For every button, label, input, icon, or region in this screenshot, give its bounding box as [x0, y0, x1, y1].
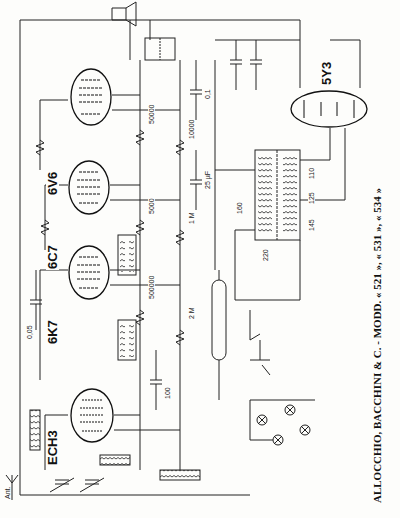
tube-type-label: ECH3 [46, 429, 59, 466]
component-value: 25 µF [204, 170, 211, 190]
component-value: 0,1 [204, 88, 211, 100]
vacuum-tube: 5Y3 [290, 90, 368, 128]
tube-envelope [68, 245, 110, 300]
tube-type-label: 5Y3 [320, 61, 333, 86]
component-value: 100 [164, 386, 171, 400]
component-value: 110 [308, 167, 315, 180]
component-value: 2 M [188, 306, 195, 320]
tube-type-label: 6C7 [46, 244, 59, 270]
vacuum-tube: 6V6 [70, 68, 112, 126]
tube-type-label: 6V6 [46, 171, 59, 196]
vacuum-tube: 6C7 [68, 160, 110, 215]
vacuum-tube: ECH3 [70, 388, 114, 443]
schematic-title: ALLOCCHIO, BACCHINI & C. - MODD. « 521 »… [372, 186, 383, 505]
component-value: 125 [308, 191, 315, 205]
component-value: 145 [308, 218, 315, 232]
component-value: 0,05 [26, 324, 33, 340]
tube-envelope [70, 68, 112, 126]
component-value: 160 [236, 201, 243, 215]
component-value: Ant. [4, 486, 11, 500]
component-value: 10000 [188, 119, 195, 140]
tube-envelope [68, 160, 110, 215]
tube-envelope [70, 388, 114, 443]
vacuum-tube: 6K7 [68, 245, 110, 300]
tube-envelope [290, 90, 368, 128]
component-value: 50000 [148, 104, 155, 125]
component-value: 500000 [148, 275, 155, 300]
tube-type-label: 6K7 [46, 319, 59, 345]
component-value: 1 M [188, 211, 195, 225]
component-value: 5000 [148, 197, 155, 215]
component-value: 220 [262, 248, 269, 262]
